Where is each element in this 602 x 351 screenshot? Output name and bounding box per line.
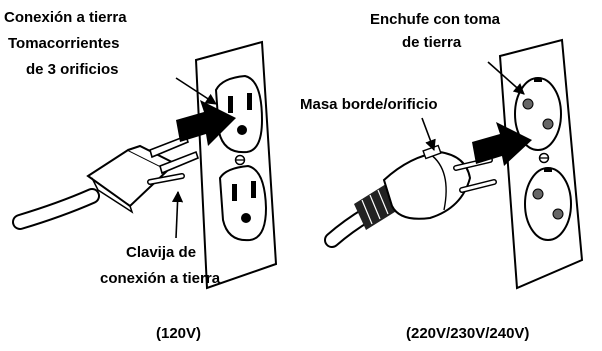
us-plug: [12, 134, 199, 230]
caption-220v: (220V/230V/240V): [406, 325, 530, 342]
schuko-wallplate: [498, 38, 584, 290]
us-outlet-wallplate: [194, 40, 278, 290]
label-pin-line1: Clavija de: [126, 244, 197, 261]
leader-socket: [487, 61, 525, 95]
label-edge: Masa borde/orificio: [300, 96, 438, 113]
label-outlet-line1: Tomacorrientes: [8, 35, 120, 52]
leader-ground: [175, 77, 217, 105]
schuko-plug: [324, 144, 497, 248]
label-outlet-line2: de 3 orificios: [26, 61, 119, 78]
label-socket-line1: Enchufe con toma: [370, 11, 501, 28]
leader-edge: [421, 117, 436, 152]
label-socket-line2: de tierra: [402, 34, 462, 51]
caption-120v: (120V): [156, 325, 202, 342]
insert-arrow-left: [176, 100, 236, 146]
label-ground: Conexión a tierra: [4, 9, 127, 26]
leader-pin: [171, 190, 184, 239]
insert-arrow-right: [472, 122, 532, 166]
label-pin-line2: conexión a tierra: [100, 270, 221, 287]
